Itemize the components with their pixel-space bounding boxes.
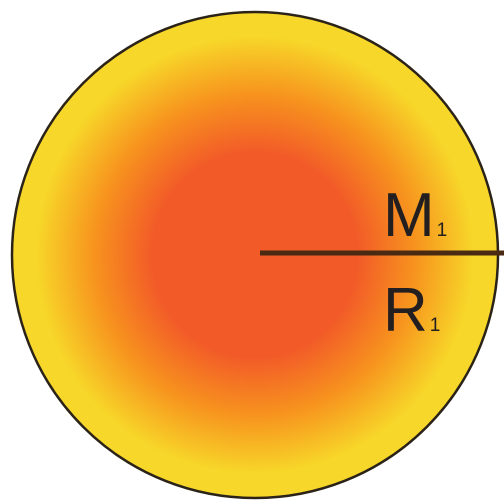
mass-label-subscript: 1: [437, 220, 448, 241]
mass-label-main: M: [383, 181, 435, 250]
radius-label-main: R: [383, 276, 428, 345]
radius-label-subscript: 1: [430, 315, 441, 336]
